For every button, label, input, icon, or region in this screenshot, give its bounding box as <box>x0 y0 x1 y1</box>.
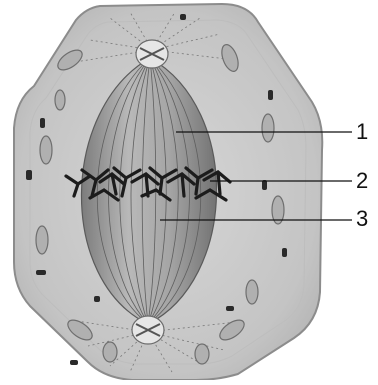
label-1: 1 <box>356 121 368 143</box>
centrosome-top <box>136 40 168 68</box>
centrosome-bottom <box>132 316 164 344</box>
label-2: 2 <box>356 170 368 192</box>
label-3: 3 <box>356 208 368 230</box>
